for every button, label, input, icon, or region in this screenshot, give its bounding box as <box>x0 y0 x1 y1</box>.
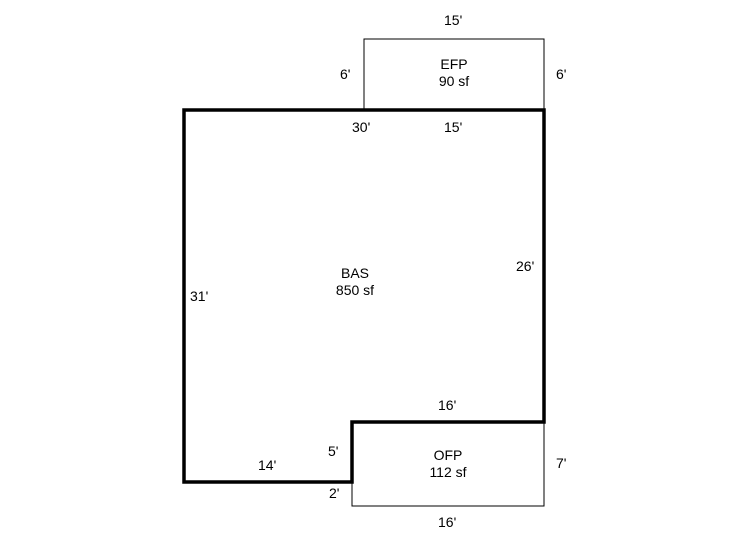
efp-area-label: EFP 90 sf <box>424 56 484 90</box>
dim-bas-right: 26' <box>516 258 535 274</box>
ofp-outline <box>351 422 545 507</box>
efp-name: EFP <box>440 56 468 72</box>
dim-ofp-right: 7' <box>556 455 567 471</box>
bas-area: 850 sf <box>335 282 375 298</box>
dim-efp-top: 15' <box>444 12 463 28</box>
ofp-area-label: OFP 112 sf <box>418 447 478 481</box>
bas-area-label: BAS 850 sf <box>325 265 385 299</box>
dim-bas-bottom: 14' <box>258 457 277 473</box>
dim-bas-left: 31' <box>190 288 209 304</box>
bas-name: BAS <box>340 265 369 281</box>
dim-bas-inner-top: 16' <box>438 397 457 413</box>
bas-outline <box>182 108 546 484</box>
dim-ofp-bottom: 16' <box>438 514 457 530</box>
efp-outline <box>363 38 545 109</box>
ofp-name: OFP <box>433 447 463 463</box>
dim-bas-top-left: 30' <box>352 119 371 135</box>
dim-efp-left: 6' <box>340 66 351 82</box>
dim-bas-step: 5' <box>328 443 339 459</box>
dim-ofp-offset: 2' <box>329 485 340 501</box>
efp-area: 90 sf <box>438 73 470 89</box>
dim-bas-top-right: 15' <box>444 119 463 135</box>
dim-efp-right: 6' <box>556 66 567 82</box>
ofp-area: 112 sf <box>429 464 467 480</box>
